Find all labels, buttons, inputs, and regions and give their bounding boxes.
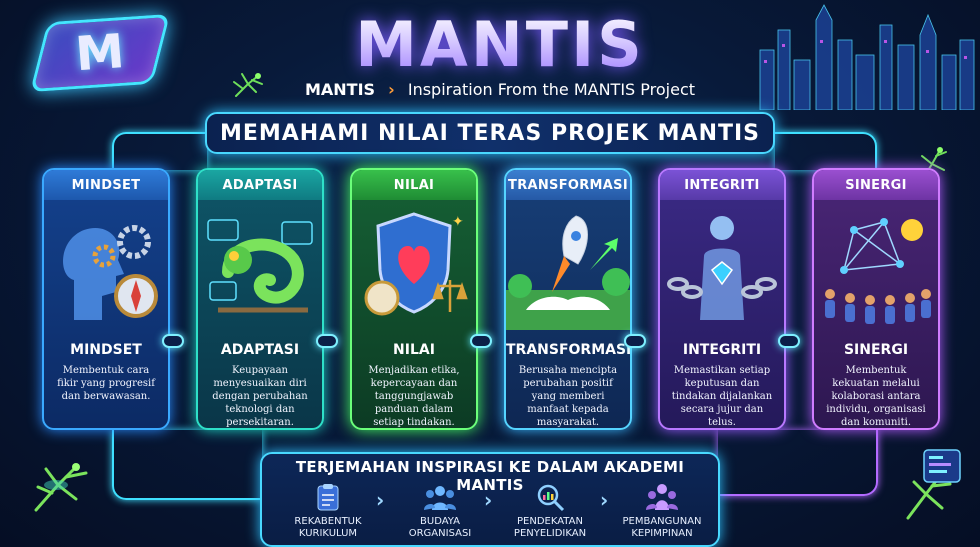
chevron-right-icon: › [600, 488, 609, 512]
card-mindset: MINDSET MINDSET Membentuk cara fikir yan… [42, 168, 170, 430]
page-title: MANTIS [300, 8, 700, 81]
logo-letter: M [73, 24, 127, 82]
city-skyline-illustration [759, 4, 975, 110]
card-header: MINDSET [44, 170, 168, 200]
card-description: Memastikan setiap keputusan dan tindakan… [671, 365, 773, 428]
academy-panel-title: TERJEMAHAN INSPIRASI KE DALAM AKADEMI MA… [295, 458, 685, 494]
card-header: INTEGRITI [660, 170, 784, 200]
card-title: NILAI [393, 342, 435, 358]
card-title: TRANSFORMASI [506, 342, 632, 358]
card-title: SINERGI [843, 342, 909, 358]
chain-link-icon [624, 334, 646, 348]
card-description: Membentuk kekuatan melalui kolaborasi an… [826, 365, 926, 428]
breadcrumb-root[interactable]: MANTIS [304, 80, 376, 99]
clipboard-icon [278, 482, 378, 512]
frame-line-left [112, 132, 207, 170]
breadcrumb: MANTIS › Inspiration From the MANTIS Pro… [270, 80, 730, 99]
chevron-right-icon: › [484, 488, 493, 512]
network-people-icon [814, 200, 938, 330]
dashboard-icon [923, 449, 961, 483]
card-header: SINERGI [814, 170, 938, 200]
people-group-icon [390, 482, 490, 512]
card-header: TRANSFORMASI [506, 170, 630, 200]
core-values-banner: MEMAHAMI NILAI TERAS PROJEK MANTIS [205, 112, 775, 154]
card-transformasi: TRANSFORMASI TRANSFORMASI Berusaha menci… [504, 168, 632, 430]
rocket-icon [506, 200, 630, 330]
card-title: INTEGRITI [682, 342, 762, 358]
card-integriti: INTEGRITI INTEGRITI Memastikan setiap ke… [658, 168, 786, 430]
mantis-icon [34, 463, 88, 512]
card-header: ADAPTASI [198, 170, 322, 200]
card-description: Menjadikan etika, kepercayaan dan tanggu… [368, 365, 460, 428]
card-title: ADAPTASI [220, 342, 300, 358]
mantis-icon [233, 73, 263, 97]
mantis-icon [921, 147, 947, 181]
chevron-right-icon: › [376, 488, 385, 512]
card-description: Membentuk cara fikir yang progresif dan … [57, 365, 155, 402]
card-description: Keupayaan menyesuaikan diri dengan perub… [212, 365, 308, 428]
figure-diamond-icon [660, 200, 784, 330]
card-title: MINDSET [70, 342, 142, 358]
leadership-group-icon [612, 482, 712, 512]
mantis-logo: M [29, 13, 171, 93]
card-nilai: NILAI ✦ NILAI Menjadikan etika, kepercay… [350, 168, 478, 430]
chevron-right-icon: › [388, 80, 395, 99]
svg-text:✦: ✦ [452, 214, 464, 230]
magnifier-chart-icon [500, 482, 600, 512]
chain-link-icon [316, 334, 338, 348]
chameleon-icon [198, 200, 322, 330]
card-header: NILAI [352, 170, 476, 200]
card-adaptasi: ADAPTASI ADAPTASI Keupayaan menyesuaikan… [196, 168, 324, 430]
chain-link-icon [778, 334, 800, 348]
frame-line-right [775, 132, 877, 170]
chain-link-icon [470, 334, 492, 348]
card-description: Berusaha mencipta perubahan positif yang… [518, 365, 618, 428]
card-sinergi: SINERGI SINERGI Membentuk kekuatan melal… [812, 168, 940, 430]
shield-heart-icon: ✦ [352, 200, 476, 330]
frame-line-bottom-right [718, 430, 878, 496]
head-gears-icon [44, 200, 168, 330]
breadcrumb-current: Inspiration From the MANTIS Project [407, 80, 696, 99]
frame-line-bottom-left [112, 430, 262, 500]
chain-link-icon [162, 334, 184, 348]
